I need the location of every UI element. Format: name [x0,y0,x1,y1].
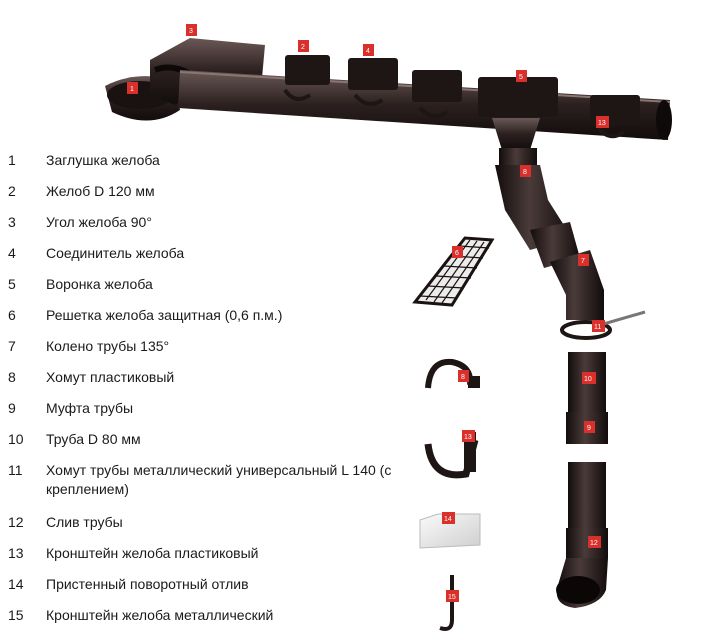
svg-text:7: 7 [581,258,585,265]
svg-text:11: 11 [594,324,601,331]
gutter-funnel [492,118,540,166]
tag-14: 14 [442,512,455,524]
tag-3: 3 [186,24,197,36]
svg-text:13: 13 [464,434,472,441]
gutter-connectors [285,55,640,125]
tag-12: 12 [588,536,601,548]
tag-1: 1 [127,82,138,94]
svg-text:6: 6 [455,250,459,257]
tag-13: 13 [462,430,475,442]
tag-13-top: 13 [596,116,609,128]
downpipe-assembly [495,165,608,608]
tag-11: 11 [592,320,605,332]
svg-text:5: 5 [519,74,523,81]
svg-text:13: 13 [598,120,606,127]
svg-text:15: 15 [448,594,456,601]
svg-text:9: 9 [587,425,591,432]
svg-text:12: 12 [590,540,598,547]
svg-text:4: 4 [366,48,370,55]
tag-8: 8 [458,370,469,382]
tag-6: 6 [452,246,463,258]
plastic-clamp [425,358,480,389]
tag-10: 10 [582,372,596,384]
svg-text:2: 2 [301,44,305,51]
svg-text:1: 1 [130,86,134,93]
tag-4: 4 [363,44,374,56]
tag-7: 7 [578,254,589,266]
svg-text:8: 8 [523,169,527,176]
svg-text:10: 10 [584,376,592,383]
part-tags: 1 3 2 4 5 13 8 6 7 11 10 8 9 13 14 12 15 [127,24,609,602]
svg-text:14: 14 [444,516,452,523]
tag-5: 5 [516,70,527,82]
tag-9: 9 [584,421,595,433]
tag-15: 15 [446,590,459,602]
tag-2: 2 [298,40,309,52]
metal-pipe-clamp [560,310,646,340]
wall-turn-outlet [419,513,481,549]
metal-gutter-bracket [439,575,454,631]
gutter-hooks [283,88,626,139]
tag-8-top: 8 [520,165,531,177]
svg-text:3: 3 [189,28,193,35]
svg-text:8: 8 [461,374,465,381]
